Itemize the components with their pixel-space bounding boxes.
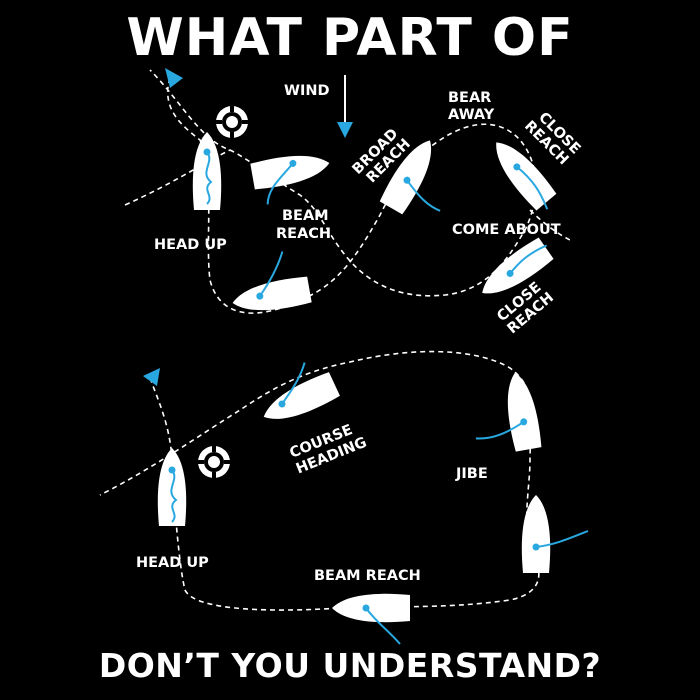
boat-close-reach-bottom	[474, 236, 555, 305]
boat-head-up	[192, 132, 222, 210]
boat-beam-reach	[250, 149, 332, 205]
buoy-icon	[216, 106, 248, 138]
label-course-heading: COURSE HEADING	[288, 419, 370, 478]
label-head-up-top: HEAD UP	[154, 237, 227, 253]
label-beam-reach: BEAM REACH	[276, 208, 334, 242]
title-top: WHAT PART OF	[126, 8, 574, 68]
bottom-diagram: COURSE HEADING JIBE HEAD UP BEAM REACH	[99, 350, 589, 645]
wind-label: WIND	[284, 83, 330, 99]
label-beam-reach-bottom: BEAM REACH	[314, 568, 421, 584]
buoy-icon	[198, 446, 230, 478]
label-bear-away: BEAR AWAY	[448, 90, 496, 123]
wind-indicator: WIND	[284, 75, 353, 138]
boat-jibe-lower	[521, 495, 589, 573]
bottom-start-arrow-icon	[143, 368, 160, 386]
boat-broad-reach	[378, 133, 443, 216]
title-bottom: DON’T YOU UNDERSTAND?	[98, 646, 602, 685]
wind-arrow-icon	[337, 122, 353, 138]
label-come-about: COME ABOUT	[452, 222, 561, 238]
top-diagram: WIND	[124, 68, 583, 337]
label-jibe: JIBE	[455, 466, 488, 482]
top-close-reach-line	[529, 209, 571, 241]
top-wake-line	[124, 149, 231, 206]
top-start-arrow-icon	[165, 68, 183, 88]
boat-close-reach-top	[485, 133, 558, 212]
boat-beam-reach-bottom	[332, 593, 410, 645]
boat-course-heading	[257, 362, 341, 430]
boat-jibe-upper	[475, 370, 543, 452]
boat-bottom-left	[230, 251, 312, 317]
top-course-line	[149, 69, 537, 314]
boat-head-up-bottom	[157, 448, 187, 526]
label-head-up-bottom: HEAD UP	[136, 555, 209, 571]
